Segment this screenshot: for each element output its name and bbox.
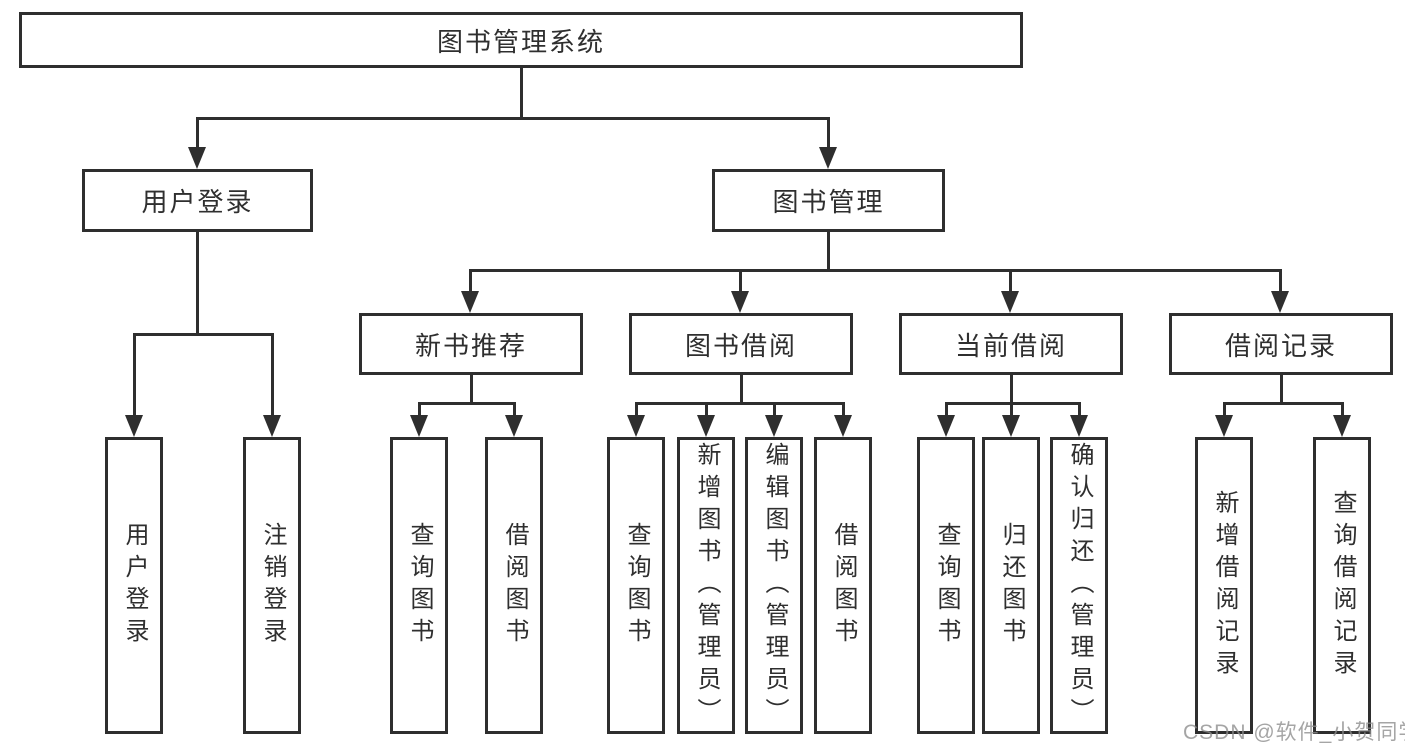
watermark-text: CSDN @软件_小贺同学 xyxy=(1183,721,1405,744)
node-label: 查询借阅记录 xyxy=(1329,489,1356,682)
connector-line xyxy=(196,117,830,120)
arrow-down-icon xyxy=(819,147,837,169)
node-label: 编辑图书（管理员） xyxy=(761,441,788,730)
node-label: 当前借阅 xyxy=(954,330,1067,361)
node-return-books: 归还图书 xyxy=(982,437,1040,734)
connector-line xyxy=(739,269,742,295)
connector-line xyxy=(520,68,523,120)
node-user-login: 用户登录 xyxy=(82,169,313,232)
connector-line xyxy=(1280,375,1283,404)
arrow-down-icon xyxy=(1271,291,1289,313)
arrow-down-icon xyxy=(125,415,143,437)
arrow-down-icon xyxy=(1333,415,1351,437)
arrow-down-icon xyxy=(1001,291,1019,313)
node-borrowing-records: 借阅记录 xyxy=(1169,313,1393,375)
connector-line xyxy=(1010,402,1013,419)
node-label: 用户登录 xyxy=(141,187,254,217)
connector-line xyxy=(470,375,473,404)
connector-line xyxy=(1223,402,1226,419)
node-current-borrowing: 当前借阅 xyxy=(899,313,1123,375)
node-label: 注销登录 xyxy=(259,521,286,650)
connector-line xyxy=(196,117,199,151)
node-label: 用户登录 xyxy=(121,521,148,650)
node-label: 借阅图书 xyxy=(501,521,528,650)
connector-line xyxy=(827,117,830,151)
node-library-management-system: 图书管理系统 xyxy=(19,12,1023,68)
node-book-borrowing: 图书借阅 xyxy=(629,313,853,375)
connector-line xyxy=(1279,269,1282,295)
node-borrow-books-recommend: 借阅图书 xyxy=(485,437,543,734)
arrow-down-icon xyxy=(697,415,715,437)
connector-line xyxy=(1010,375,1013,404)
connector-line xyxy=(1009,269,1012,295)
arrow-down-icon xyxy=(188,147,206,169)
node-book-management: 图书管理 xyxy=(712,169,945,232)
node-logout: 注销登录 xyxy=(243,437,301,734)
connector-line xyxy=(705,402,708,419)
node-add-borrow-record: 新增借阅记录 xyxy=(1195,437,1253,734)
node-label: 新增借阅记录 xyxy=(1211,489,1238,682)
node-label: 归还图书 xyxy=(998,521,1025,650)
node-label: 图书借阅 xyxy=(684,330,797,361)
arrow-down-icon xyxy=(410,415,428,437)
node-label: 新书推荐 xyxy=(414,330,527,361)
connector-line xyxy=(418,402,421,419)
connector-line xyxy=(827,232,830,271)
arrow-down-icon xyxy=(1002,415,1020,437)
arrow-down-icon xyxy=(834,415,852,437)
arrow-down-icon xyxy=(731,291,749,313)
connector-line xyxy=(1341,402,1344,419)
node-label: 查询图书 xyxy=(933,521,960,650)
connector-line xyxy=(469,269,1282,272)
node-edit-book-admin: 编辑图书（管理员） xyxy=(745,437,803,734)
arrow-down-icon xyxy=(765,415,783,437)
connector-line xyxy=(133,333,274,336)
node-label: 图书管理 xyxy=(772,187,885,217)
connector-line xyxy=(635,402,638,419)
node-user-login-leaf: 用户登录 xyxy=(105,437,163,734)
connector-line xyxy=(513,402,516,419)
node-new-book-recommendation: 新书推荐 xyxy=(359,313,583,375)
node-borrow-books-borrowing: 借阅图书 xyxy=(814,437,872,734)
node-add-book-admin: 新增图书（管理员） xyxy=(677,437,735,734)
node-label: 确认归还（管理员） xyxy=(1066,441,1093,730)
arrow-down-icon xyxy=(461,291,479,313)
node-label: 借阅记录 xyxy=(1224,330,1337,361)
connector-line xyxy=(740,375,743,404)
connector-line xyxy=(945,402,948,419)
arrow-down-icon xyxy=(627,415,645,437)
arrow-down-icon xyxy=(937,415,955,437)
connector-line xyxy=(842,402,845,419)
connector-line xyxy=(773,402,776,419)
node-label: 图书管理系统 xyxy=(436,26,605,57)
node-label: 查询图书 xyxy=(623,521,650,650)
arrow-down-icon xyxy=(1215,415,1233,437)
connector-line xyxy=(469,269,472,295)
connector-line xyxy=(133,333,136,419)
connector-line xyxy=(418,402,516,405)
arrow-down-icon xyxy=(263,415,281,437)
connector-line xyxy=(945,402,1081,405)
connector-line xyxy=(1223,402,1344,405)
connector-line xyxy=(635,402,845,405)
node-label: 借阅图书 xyxy=(830,521,857,650)
connector-line xyxy=(1078,402,1081,419)
arrow-down-icon xyxy=(1070,415,1088,437)
node-query-books-current: 查询图书 xyxy=(917,437,975,734)
node-label: 新增图书（管理员） xyxy=(693,441,720,730)
connector-line xyxy=(196,232,199,335)
node-query-books-borrowing: 查询图书 xyxy=(607,437,665,734)
node-query-borrow-record: 查询借阅记录 xyxy=(1313,437,1371,734)
node-query-books-recommend: 查询图书 xyxy=(390,437,448,734)
node-confirm-return-admin: 确认归还（管理员） xyxy=(1050,437,1108,734)
arrow-down-icon xyxy=(505,415,523,437)
connector-line xyxy=(271,333,274,419)
node-label: 查询图书 xyxy=(406,521,433,650)
